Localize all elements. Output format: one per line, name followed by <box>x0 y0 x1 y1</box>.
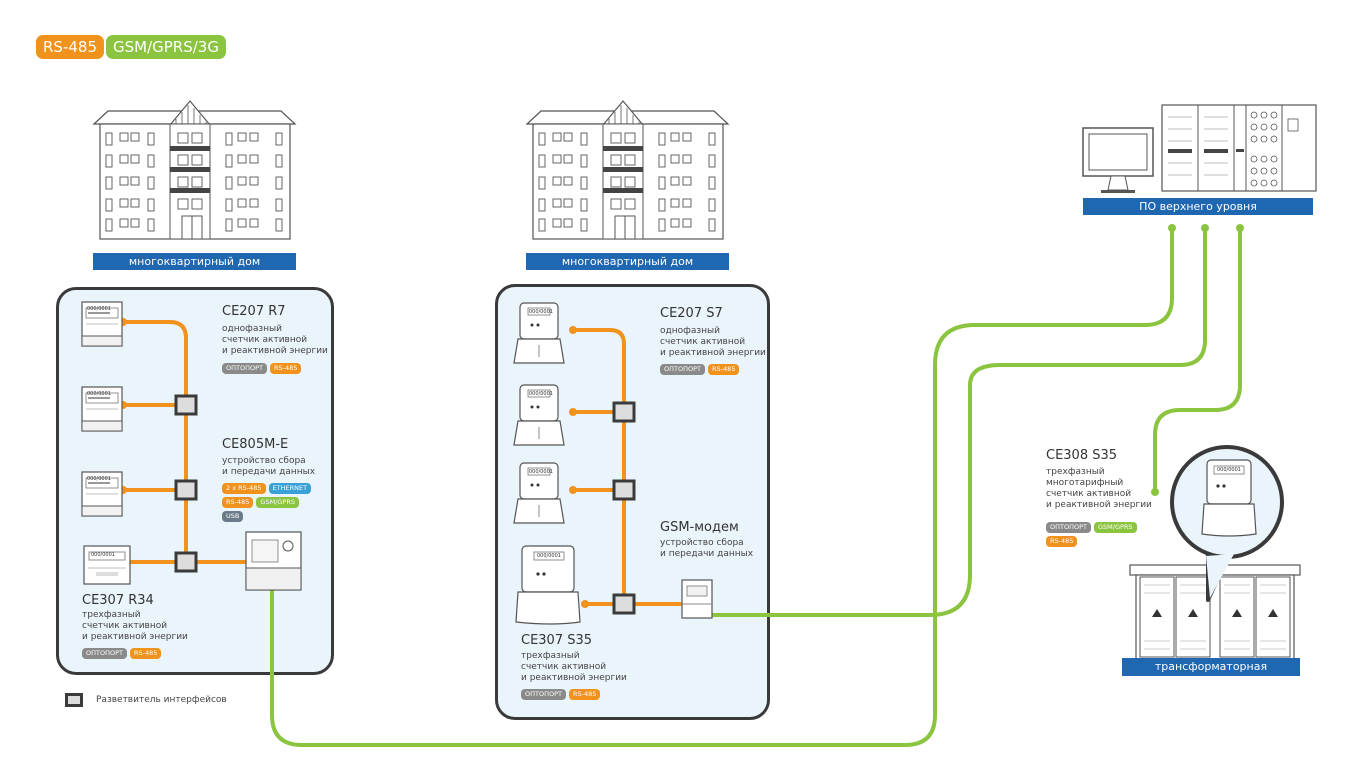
substation-label: трансформаторная подстанция <box>1122 658 1300 691</box>
building-2-icon <box>526 100 729 240</box>
building-1-label: многоквартирный дом <box>93 253 296 270</box>
splitter-icon <box>174 394 198 416</box>
meter-display: 000/0001 <box>87 306 111 312</box>
splitter-icon <box>174 551 198 573</box>
tag-rs485: RS-485 <box>1046 536 1078 547</box>
ce307r34-model: CE307 R34 <box>82 593 154 608</box>
ce307s35-model: CE307 S35 <box>521 633 593 648</box>
tag-optoport: ОПТОПОРТ <box>521 689 566 700</box>
splitter-icon <box>612 593 636 615</box>
tag-optoport: ОПТОПОРТ <box>82 648 127 659</box>
monitor-icon <box>1082 127 1154 193</box>
meter-display: 000/0001 <box>87 476 111 482</box>
ce307r34-meter-icon <box>83 545 131 585</box>
rs485-legend-tag: RS-485 <box>36 35 104 59</box>
ce207s7-model: CE207 S7 <box>660 306 723 321</box>
meter-display: 000/0001 <box>529 391 553 397</box>
ce308s35-tags: ОПТОПОРТ GSM/GPRS RS-485 <box>1046 522 1141 547</box>
gsm-modem-model: GSM-модем <box>660 520 739 535</box>
splitter-icon <box>612 401 636 423</box>
tag-optoport: ОПТОПОРТ <box>222 363 267 374</box>
tag-rs485: RS-485 <box>708 364 740 375</box>
tag-gsm-gprs: GSM/GPRS <box>1094 522 1137 533</box>
tag-rs485: RS-485 <box>222 497 254 508</box>
splitter-icon <box>612 479 636 501</box>
tag-optoport: ОПТОПОРТ <box>660 364 705 375</box>
server-label: ПО верхнего уровня <box>1083 198 1313 215</box>
meter-display: 000/0001 <box>87 391 111 397</box>
tag-ethernet: ETHERNET <box>268 483 312 494</box>
tag-2x-rs485: 2 x RS-485 <box>222 483 266 494</box>
ce307s35-meter-icon <box>515 545 581 625</box>
server-rack-icon <box>1161 104 1317 192</box>
meter-display: 000/0001 <box>529 309 553 315</box>
tag-optoport: ОПТОПОРТ <box>1046 522 1091 533</box>
tag-rs485: RS-485 <box>569 689 601 700</box>
ce805-model: CE805M-E <box>222 437 289 452</box>
gsm-legend-tag: GSM/GPRS/3G <box>106 35 226 59</box>
ce207s7-tags: ОПТОПОРТ RS-485 <box>660 364 770 375</box>
meter-display: 000/0001 <box>529 469 553 475</box>
ce308s35-model: CE308 S35 <box>1046 448 1118 463</box>
building-2-label: многоквартирный дом <box>526 253 729 270</box>
ce207r7-model: CE207 R7 <box>222 304 286 319</box>
meter-display: 000/0001 <box>1217 467 1241 473</box>
splitter-legend-label: Разветвитель интерфейсов <box>96 695 227 705</box>
ce207r7-tags: ОПТОПОРТ RS-485 <box>222 363 332 374</box>
tag-rs485: RS-485 <box>270 363 302 374</box>
ce307s35-tags: ОПТОПОРТ RS-485 <box>521 689 631 700</box>
tag-rs485: RS-485 <box>130 648 162 659</box>
ce307r34-tags: ОПТОПОРТ RS-485 <box>82 648 192 659</box>
gsm-links <box>270 226 1242 747</box>
splitter-icon <box>174 479 198 501</box>
tag-gsm-gprs: GSM/GPRS <box>256 497 299 508</box>
tag-usb: USB <box>222 511 244 522</box>
meter-display: 000/0001 <box>537 553 561 559</box>
gsm-modem-device-icon <box>681 579 713 619</box>
meter-display: 000/0001 <box>91 552 115 558</box>
ce805-tags: 2 x RS-485 ETHERNET RS-485 GSM/GPRS USB <box>222 483 322 522</box>
ce308s35-callout-icon <box>1170 445 1284 602</box>
splitter-legend-icon <box>65 693 83 707</box>
ce805-device-icon <box>245 531 302 591</box>
building-1-icon <box>93 100 296 240</box>
